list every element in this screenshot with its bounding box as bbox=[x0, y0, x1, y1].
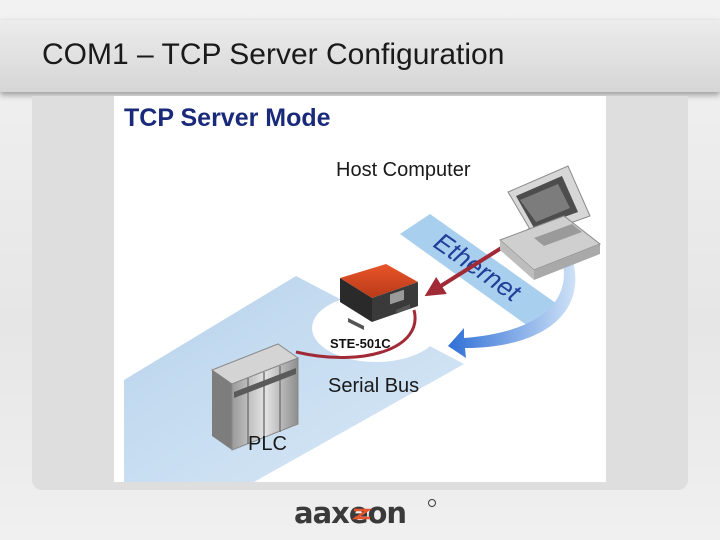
device-label: STE-501C bbox=[330, 336, 391, 351]
registered-mark-icon bbox=[428, 499, 436, 507]
plc-label: PLC bbox=[248, 433, 287, 455]
ethernet-band bbox=[400, 214, 560, 326]
logo-wordmark: aaxeon bbox=[294, 496, 406, 530]
bus-label: Serial Bus bbox=[328, 375, 419, 397]
diagram-canvas: Ethernet bbox=[124, 104, 601, 482]
plc-icon bbox=[210, 343, 300, 451]
host-label: Host Computer bbox=[336, 159, 471, 181]
logo-graphic: aaxeon bbox=[294, 496, 436, 530]
device-spotlight bbox=[312, 294, 440, 362]
computer-icon bbox=[499, 165, 601, 280]
blue-return-arrow bbox=[448, 234, 576, 358]
title-bar bbox=[0, 20, 720, 92]
serial-bus-link bbox=[295, 309, 417, 360]
slide-title: COM1 – TCP Server Configuration bbox=[42, 38, 505, 71]
company-logo: aaxeon bbox=[292, 496, 442, 530]
logo-accent bbox=[351, 508, 373, 520]
tcp-server-diagram: Ethernet bbox=[114, 96, 606, 482]
serial-server-icon bbox=[340, 264, 418, 330]
diagram-heading: TCP Server Mode bbox=[124, 104, 331, 132]
